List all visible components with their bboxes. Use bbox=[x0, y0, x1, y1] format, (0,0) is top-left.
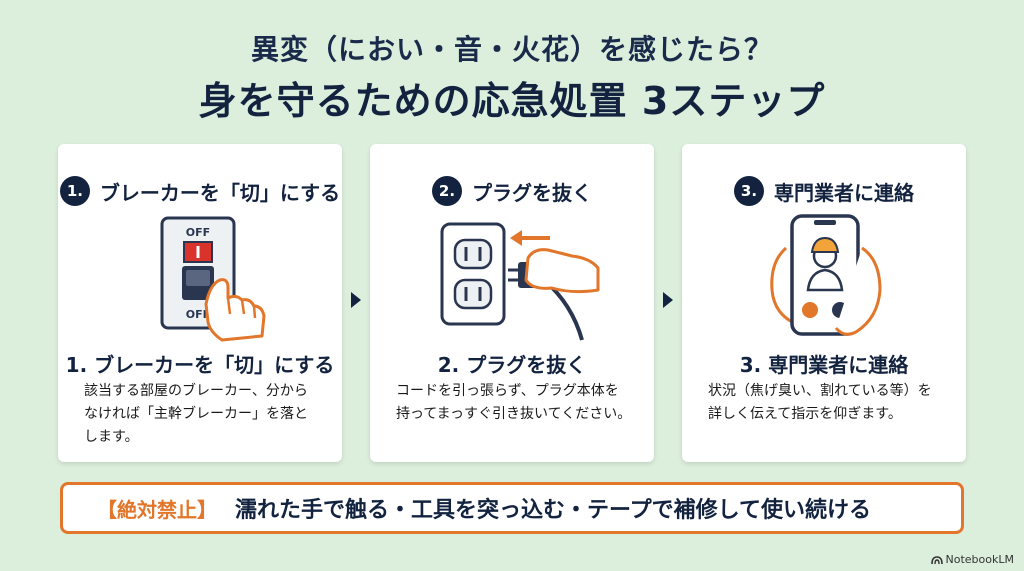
notebooklm-logo-icon bbox=[930, 555, 943, 564]
switch-top-label: OFF bbox=[186, 226, 210, 239]
step-description: 状況（焦げ臭い、割れている等）を詳しく伝えて指示を仰ぎます。 bbox=[708, 383, 932, 422]
step-card-breaker: 1. ブレーカーを「切」にする OFF OFF 1. ブレーカーを「切」にする … bbox=[58, 144, 342, 462]
step-description: コードを引っ張らず、プラグ本体を持ってまっすぐ引き抜いてください。 bbox=[396, 383, 632, 422]
step-title: 2. プラグを抜く bbox=[437, 353, 587, 377]
breaker-switch-icon: OFF OFF bbox=[160, 216, 266, 342]
unplug-icon bbox=[440, 222, 600, 341]
step-header: 2. プラグを抜く bbox=[370, 176, 654, 206]
step-header: 3. 専門業者に連絡 bbox=[682, 176, 966, 206]
banner-label: 【絶対禁止】 bbox=[97, 497, 217, 522]
banner-text: 濡れた手で触る・工具を突っ込む・テープで補修して使い続ける bbox=[235, 498, 872, 523]
page-title-line2: 身を守るための応急処置 3ステップ bbox=[198, 79, 826, 123]
step-description: 該当する部屋のブレーカー、分からなければ「主幹ブレーカー」を落とします。 bbox=[84, 383, 308, 445]
step-number-badge: 2. bbox=[432, 176, 462, 206]
step-title: 3. 専門業者に連絡 bbox=[739, 353, 909, 377]
prohibition-banner: 【絶対禁止】 濡れた手で触る・工具を突っ込む・テープで補修して使い続ける bbox=[60, 482, 964, 534]
phone-call-icon bbox=[770, 214, 882, 336]
brand-name: NotebookLM bbox=[945, 553, 1014, 566]
brand-watermark: NotebookLM bbox=[930, 553, 1014, 566]
chevron-right-icon bbox=[351, 292, 361, 308]
step-card-unplug: 2. プラグを抜く 2. プラグを抜く コードを引っ張らず、プラグ本体を持ってま… bbox=[370, 144, 654, 462]
step-heading: ブレーカーを「切」にする bbox=[99, 180, 341, 205]
page-title-line1: 異変（におい・音・火花）を感じたら？ bbox=[250, 33, 773, 66]
switch-bottom-label: OFF bbox=[186, 308, 210, 321]
step-number-badge: 1. bbox=[59, 176, 90, 206]
step-card-contact: 3. 専門業者に連絡 3. 専門業者に連絡 状況（焦げ臭い、割れている等）を詳し… bbox=[682, 144, 966, 462]
step-heading: 専門業者に連絡 bbox=[774, 180, 914, 205]
chevron-right-icon bbox=[663, 292, 673, 308]
step-heading: プラグを抜く bbox=[472, 180, 592, 205]
step-number-badge: 3. bbox=[734, 176, 764, 206]
step-header: 1. ブレーカーを「切」にする bbox=[58, 176, 342, 206]
step-title: 1. ブレーカーを「切」にする bbox=[65, 353, 335, 377]
